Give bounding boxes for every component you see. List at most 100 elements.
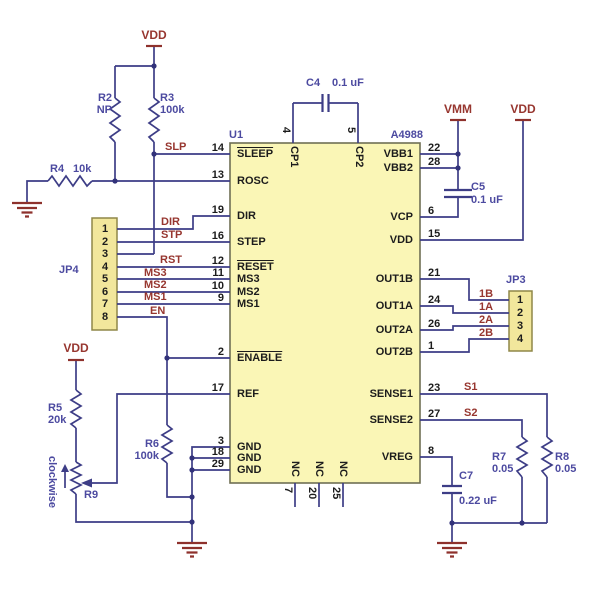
capacitor-c5-value: 0.1 uF [471,194,503,206]
u1-pin-step-number: 16 [211,230,224,242]
capacitor-c4-symbol [321,94,330,112]
u1-pin-rosc-number: 13 [211,169,224,181]
jp4-pin-1: 1 [101,223,109,235]
clockwise-note: clockwise [46,456,58,508]
u1-pin-vdd-number: 15 [428,228,441,240]
net-label-2a: 2A [479,314,494,326]
resistor-r7-label: R7 [492,451,507,463]
u1-pin-sense1-number: 23 [428,382,441,394]
wire-nc-stubs [294,483,344,507]
u1-pin-out1a-number: 24 [428,294,441,306]
net-label-vdd-right: VDD [510,102,536,116]
wire-outputs [420,278,509,353]
potentiometer-r9-symbol [69,461,83,495]
u1-pin-vbb1-number: 22 [428,142,441,154]
clockwise-arrowhead [61,464,69,472]
ground-symbol-center [177,541,207,558]
capacitor-c4-value: 0.1 uF [332,77,364,89]
wire-c4 [292,102,359,143]
resistor-r5-label: R5 [48,402,63,414]
capacitor-c4-label: C4 [306,77,321,89]
power-symbols [68,44,531,362]
u1-pin-vcp-number: 6 [428,205,435,217]
net-label-vmm: VMM [444,102,472,116]
capacitor-c7-symbol [442,484,462,495]
net-label-dir: DIR [161,216,180,228]
capacitor-c5-symbol [444,188,472,199]
resistor-r6-symbol [160,424,174,464]
net-label-1a: 1A [479,301,494,313]
jp3-pin-1: 1 [516,294,524,306]
u1-pin-gnd1-name: GND [237,441,262,453]
resistor-r3-symbol [147,97,161,143]
u1-pin-gnd2-number: 18 [211,446,224,458]
resistors [47,97,554,495]
resistor-r5-symbol [69,389,83,429]
u1-pin-ref-name: REF [237,388,259,400]
capacitor-c7-label: C7 [459,470,474,482]
u1-pin-vreg-name: VREG [381,451,413,463]
arrows [61,464,92,488]
net-label-slp: SLP [165,141,187,153]
resistor-r4-symbol [47,174,93,188]
u1-pin-vbb2-name: VBB2 [383,162,413,174]
u1-pin-ms2-name: MS2 [237,286,260,298]
net-label-ms1: MS1 [144,291,167,303]
net-label-vdd-lower: VDD [63,341,89,355]
ground-symbol-left [12,201,42,218]
resistor-r6-value: 100k [134,450,159,462]
u1-pin-vbb1-name: VBB1 [383,148,413,160]
jp3-label: JP3 [506,274,526,286]
u1-pin-ms3-name: MS3 [237,273,260,285]
u1-pin-out1b-name: OUT1B [375,273,413,285]
u1-pin-sense2-name: SENSE2 [369,414,413,426]
capacitor-c5-label: C5 [471,181,486,193]
u1-pin-vdd-name: VDD [389,234,413,246]
u1-pin-rosc-name: ROSC [237,175,269,187]
u1-pin-nc1-number: 7 [282,487,294,494]
wire-vbb-vcp-vdd [420,120,524,241]
net-label-s1: S1 [464,381,478,393]
u1-pin-nc3-name: NC [337,461,349,477]
wire-stp-rst-ms [117,241,230,305]
wire-dir [117,215,230,230]
resistor-r4-value: 10k [73,163,92,175]
u1-pin-vcp-name: VCP [390,211,413,223]
u1-pin-vreg-number: 8 [428,445,435,457]
u1-pin-enable-name: ENABLE [237,352,283,364]
u1-pin-vbb2-number: 28 [428,156,441,168]
capacitor-c7-value: 0.22 uF [459,495,497,507]
net-label-ms3: MS3 [144,267,167,279]
u1-pin-cp1-name: CP1 [288,146,300,168]
net-label-stp: STP [161,229,183,241]
resistor-r4-label: R4 [50,163,65,175]
u1-pin-gnd3-number: 29 [211,458,224,470]
wire-gnd-bus [75,360,230,543]
u1-pin-enable-number: 2 [217,346,224,358]
jp3-pin-2: 2 [516,307,524,319]
resistor-r2-symbol [108,97,122,143]
u1-pin-gnd2-name: GND [237,452,262,464]
u1-pin-sleep-number: 14 [211,142,224,154]
u1-pin-ms1-name: MS1 [237,298,260,310]
u1-pin-ms2-number: 10 [211,280,224,292]
jp4-header-body [91,217,118,331]
net-label-s2: S2 [464,407,478,419]
u1-pin-sleep-name: SLEEP [237,148,274,160]
u1-pin-out1a-name: OUT1A [375,300,413,312]
u1-pin-gnd3-name: GND [237,464,262,476]
u1-pin-nc2-name: NC [313,461,325,477]
potentiometer-r9-label: R9 [84,489,99,501]
u1-pin-dir-number: 19 [211,204,224,216]
u1-pin-cp1-number: 4 [280,127,292,134]
u1-pin-nc1-name: NC [289,461,301,477]
jp4-pin-3: 3 [101,248,109,260]
jp4-pin-7: 7 [101,298,109,310]
net-label-vdd-top: VDD [141,28,167,42]
wire-en-r6 [117,316,230,498]
u1-pin-gnd1-number: 3 [217,435,224,447]
u1-part-label: A4988 [390,129,423,141]
jp4-pin-5: 5 [101,273,109,285]
u1-ref-label: U1 [229,129,244,141]
